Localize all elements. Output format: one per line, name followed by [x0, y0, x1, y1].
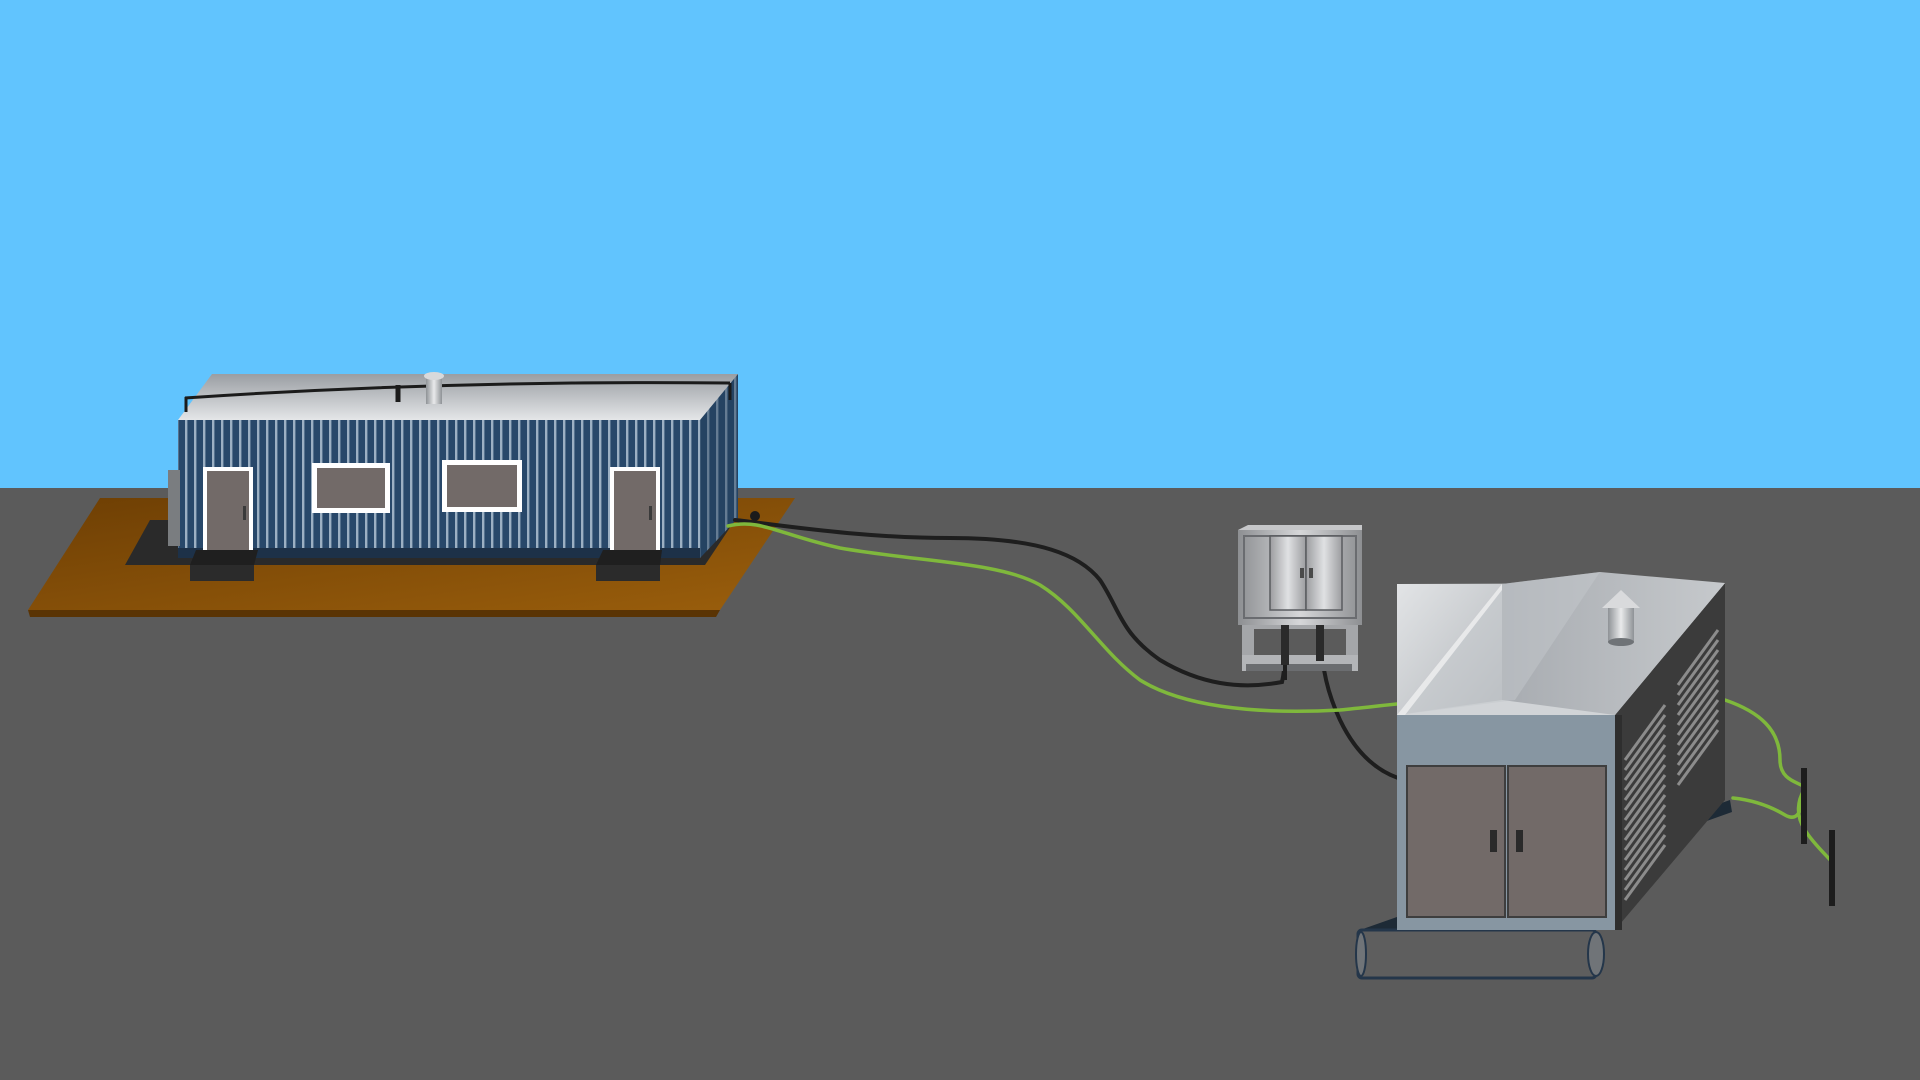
building-step-left [190, 550, 258, 581]
generator-louvers [1623, 629, 1720, 901]
building-roof [178, 374, 738, 420]
building-window-right-icon [442, 460, 522, 512]
generator-enclosure-icon [1355, 572, 1732, 980]
generator-door-right [1507, 765, 1607, 918]
exhaust-stack-icon [1602, 590, 1640, 646]
building-step-right [596, 550, 662, 581]
ground-rod-icon [1801, 768, 1835, 906]
building-door-right-icon [610, 467, 660, 555]
roof-railing [184, 381, 731, 400]
modular-building-icon [28, 372, 795, 617]
electrical-panel-icon [1238, 525, 1362, 680]
roof-vent-icon [424, 372, 444, 404]
generator-door-left [1406, 765, 1506, 918]
building-window-left-icon [312, 463, 390, 513]
ground-rod-2 [1829, 830, 1835, 906]
ground-rod-1 [1801, 768, 1807, 844]
building-door-left-icon [203, 467, 253, 555]
